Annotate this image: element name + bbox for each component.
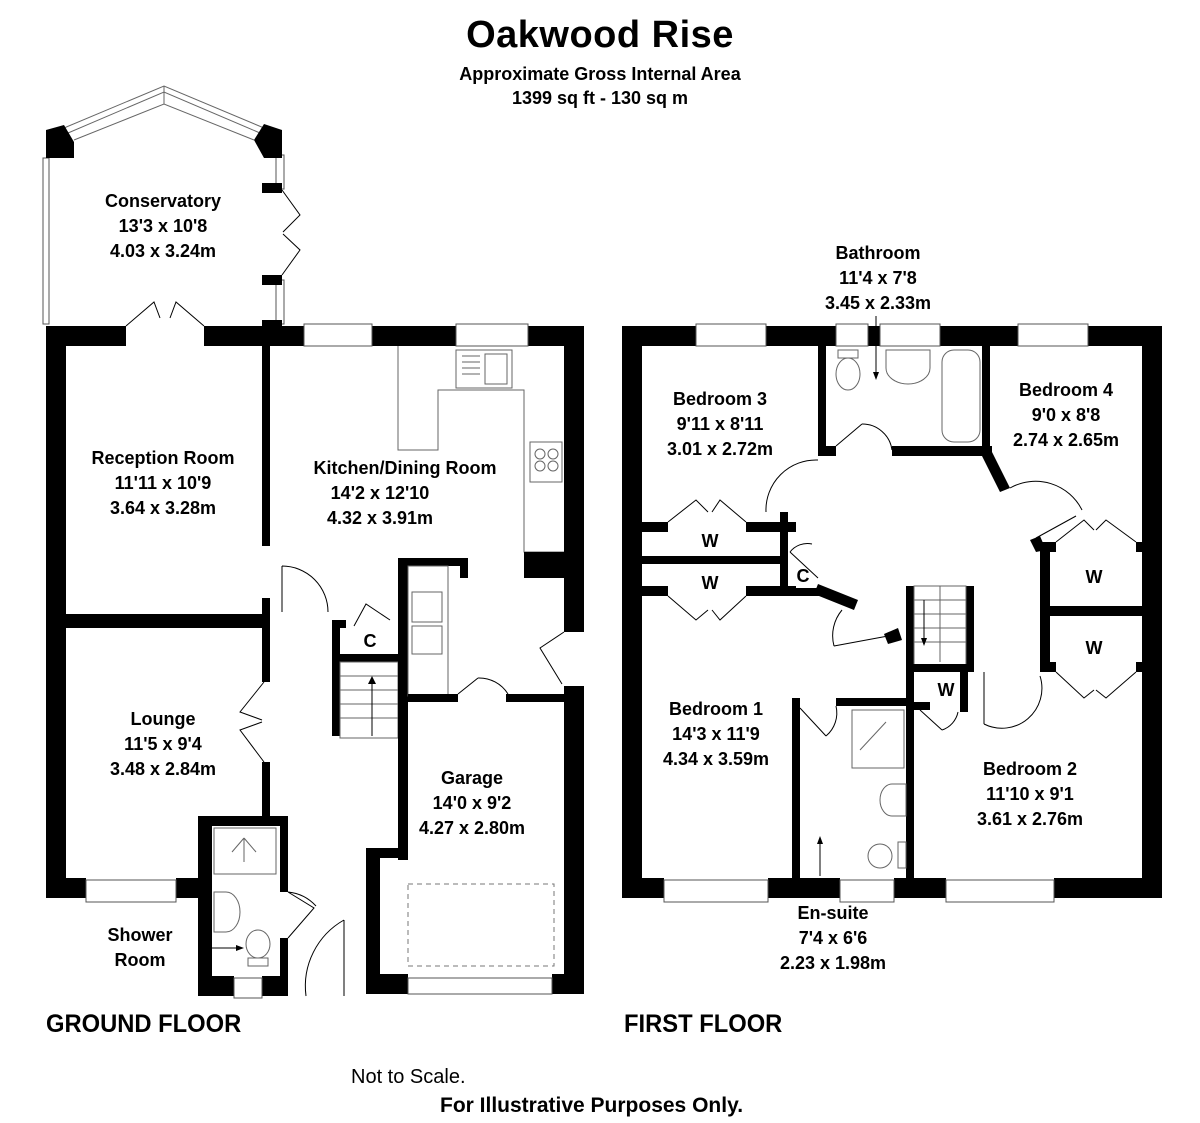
disclaimer: For Illustrative Purposes Only. <box>440 1094 744 1117</box>
room-name-lounge: Lounge <box>131 709 196 729</box>
room-metric-lounge: 3.48 x 2.84m <box>110 759 216 779</box>
room-name-ensuite: En-suite <box>797 903 868 923</box>
ground-stairs <box>339 661 399 739</box>
room-metric-bedroom1: 4.34 x 3.59m <box>663 749 769 769</box>
room-name-shower-line2: Room <box>115 950 166 970</box>
room-imperial-bedroom2: 11'10 x 9'1 <box>986 784 1074 804</box>
room-imperial-bedroom4: 9'0 x 8'8 <box>1032 405 1101 425</box>
wardrobe-label: W <box>702 573 719 593</box>
first-stairs <box>906 585 974 876</box>
room-metric-reception: 3.64 x 3.28m <box>110 498 216 518</box>
room-name-bedroom1: Bedroom 1 <box>669 699 763 719</box>
room-name-conservatory: Conservatory <box>105 191 221 211</box>
room-imperial-conservatory: 13'3 x 10'8 <box>119 216 208 236</box>
ground-floor-plan <box>42 85 584 999</box>
room-metric-garage: 4.27 x 2.80m <box>419 818 525 838</box>
area-value: 1399 sq ft - 130 sq m <box>511 88 689 108</box>
ground-floor-label: GROUND FLOOR <box>46 1010 242 1038</box>
cupboard-label: C <box>364 631 377 651</box>
room-name-bathroom: Bathroom <box>836 243 921 263</box>
room-metric-bedroom4: 2.74 x 2.65m <box>1013 430 1119 450</box>
room-name-reception: Reception Room <box>91 448 234 468</box>
scale-note: Not to Scale. <box>351 1066 466 1088</box>
wardrobe-label: W <box>938 680 955 700</box>
room-name-shower-line1: Shower <box>107 925 172 945</box>
room-imperial-garage: 14'0 x 9'2 <box>433 793 512 813</box>
wardrobe-label: W <box>702 531 719 551</box>
cupboard-label: C <box>797 566 810 586</box>
gf-west-wall <box>46 326 66 898</box>
wardrobe-label: W <box>1086 638 1103 658</box>
room-metric-bedroom3: 3.01 x 2.72m <box>667 439 773 459</box>
room-name-garage: Garage <box>441 768 503 788</box>
room-name-bedroom2: Bedroom 2 <box>983 759 1077 779</box>
room-metric-bathroom: 3.45 x 2.33m <box>825 293 931 313</box>
wardrobe-label: W <box>1086 567 1103 587</box>
room-metric-conservatory: 4.03 x 3.24m <box>110 241 216 261</box>
room-imperial-ensuite: 7'4 x 6'6 <box>799 928 868 948</box>
room-imperial-kitchen: 14'2 x 12'10 <box>331 483 430 503</box>
room-metric-bedroom2: 3.61 x 2.76m <box>977 809 1083 829</box>
ground-floor-labels: Conservatory 13'3 x 10'8 4.03 x 3.24m Re… <box>91 191 525 970</box>
room-metric-ensuite: 2.23 x 1.98m <box>780 953 886 973</box>
room-imperial-bedroom1: 14'3 x 11'9 <box>672 724 760 744</box>
first-floor-labels: Bathroom 11'4 x 7'8 3.45 x 2.33m Bedroom… <box>663 243 1119 973</box>
room-name-bedroom3: Bedroom 3 <box>673 389 767 409</box>
first-floor-label: FIRST FLOOR <box>624 1010 783 1038</box>
room-imperial-lounge: 11'5 x 9'4 <box>124 734 202 754</box>
property-title: Oakwood Rise <box>466 14 734 56</box>
room-name-kitchen: Kitchen/Dining Room <box>314 458 497 478</box>
area-label: Approximate Gross Internal Area <box>459 64 741 84</box>
room-imperial-reception: 11'11 x 10'9 <box>115 473 212 493</box>
room-imperial-bathroom: 11'4 x 7'8 <box>839 268 917 288</box>
room-imperial-bedroom3: 9'11 x 8'11 <box>677 414 764 434</box>
room-name-bedroom4: Bedroom 4 <box>1019 380 1113 400</box>
first-floor-plan <box>622 316 1162 903</box>
room-metric-kitchen: 4.32 x 3.91m <box>327 508 433 528</box>
